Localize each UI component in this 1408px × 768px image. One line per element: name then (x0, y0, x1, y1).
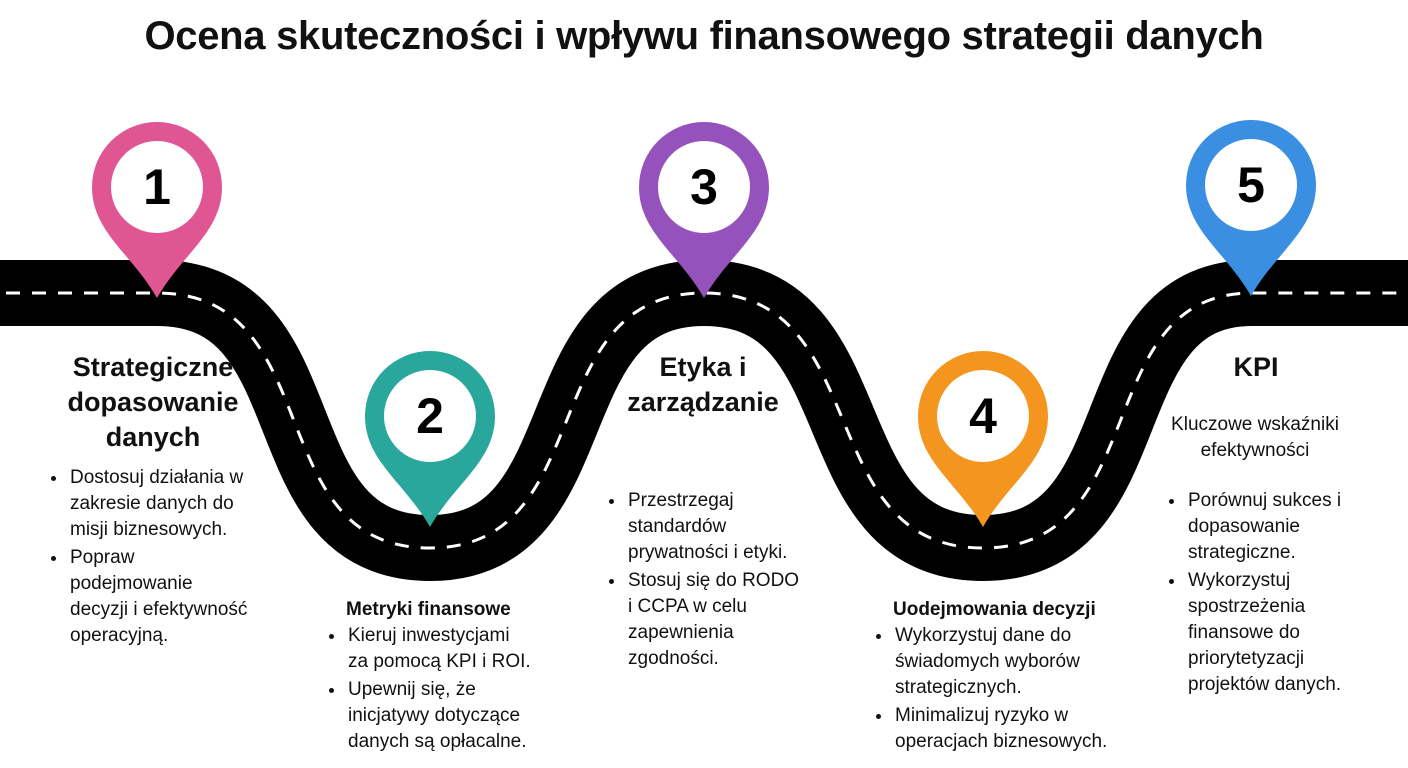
bullet-line: strategiczne. (1188, 542, 1296, 563)
bullet-line: zakresie danych do (70, 493, 234, 514)
heading-line: Etyka i (659, 352, 747, 382)
bullet-line: finansowe do (1188, 622, 1300, 643)
subheading-line: Kluczowe wskaźniki (1171, 414, 1339, 435)
list-item: Upewnij się, że inicjatywy dotyczące dan… (346, 677, 586, 755)
heading-line: Metryki finansowe (346, 599, 511, 620)
page-title: Ocena skuteczności i wpływu finansowego … (144, 14, 1264, 58)
step-2-pin-marker: 2 (365, 351, 495, 527)
step-1-heading: Strategiczne dopasowanie danych (40, 350, 266, 455)
step-1-bullets: Dostosuj działania w zakresie danych do … (52, 465, 308, 651)
step-4-pin-marker: 4 (918, 351, 1048, 527)
bullet-line: Porównuj sukces i (1188, 490, 1342, 511)
list-item: Przestrzegaj standardów prywatności i et… (626, 488, 856, 566)
map-pin-icon (1186, 120, 1316, 296)
bullet-line: strategicznych. (895, 677, 1022, 698)
bullet-line: Wykorzystuj dane do (895, 625, 1072, 646)
heading-line: dopasowanie (67, 387, 239, 417)
bullet-line: danych są opłacalne. (348, 731, 527, 752)
bullet-line: Kieruj inwestycjami (348, 625, 510, 646)
map-pin-icon (639, 122, 769, 298)
bullet-line: dopasowanie (1188, 516, 1300, 537)
bullet-line: Przestrzegaj (628, 490, 734, 511)
step-5-number: 5 (1237, 157, 1265, 213)
bullet-line: projektów danych. (1188, 674, 1342, 695)
step-3-number: 3 (690, 159, 718, 215)
bullet-line: decyzji i efektywność (70, 599, 248, 620)
step-4-heading: Uodejmowania decyzji (893, 597, 1153, 623)
step-3-heading: Etyka i zarządzanie (600, 350, 806, 420)
list-item: Dostosuj działania w zakresie danych do … (68, 465, 308, 543)
map-pin-icon (92, 122, 222, 298)
bullet-line: spostrzeżenia (1188, 596, 1306, 617)
bullet-line: za pomocą KPI i ROI. (348, 651, 531, 672)
step-4-number: 4 (969, 388, 997, 444)
bullet-line: misji biznesowych. (70, 519, 228, 540)
heading-line: zarządzanie (627, 387, 779, 417)
list-item: Popraw podejmowanie decyzji i efektywnoś… (68, 545, 308, 649)
bullet-line: i CCPA w celu (628, 596, 747, 617)
map-pin-icon (918, 351, 1048, 527)
bullet-line: zgodności. (628, 648, 719, 669)
heading-line: Uodejmowania decyzji (893, 599, 1096, 620)
bullet-line: prywatności i etyki. (628, 542, 788, 563)
step-5-subheading: Kluczowe wskaźniki efektywności (1150, 412, 1360, 464)
bullet-line: zapewnienia (628, 622, 734, 643)
step-1-pin-marker: 1 (92, 122, 222, 298)
step-5-pin-marker: 5 (1186, 120, 1316, 296)
subheading-line: efektywności (1200, 440, 1310, 461)
bullet-line: inicjatywy dotyczące (348, 705, 521, 726)
list-item: Wykorzystuj dane do świadomych wyborów s… (893, 623, 1153, 701)
bullet-line: Wykorzystuj (1188, 570, 1291, 591)
bullet-line: Dostosuj działania w (70, 467, 244, 488)
bullet-line: Popraw (70, 547, 135, 568)
step-2-bullets: Kieruj inwestycjami za pomocą KPI i ROI.… (330, 623, 586, 757)
heading-line: Strategiczne (72, 352, 234, 382)
map-pin-icon (365, 351, 495, 527)
list-item: Wykorzystuj spostrzeżenia finansowe do p… (1186, 568, 1406, 698)
step-5-heading: KPI (1176, 350, 1336, 385)
bullet-line: standardów (628, 516, 727, 537)
bullet-line: Stosuj się do RODO (628, 570, 800, 591)
list-item: Porównuj sukces i dopasowanie strategicz… (1186, 488, 1406, 566)
bullet-line: operacjach biznesowych. (895, 731, 1108, 752)
bullet-line: priorytetyzacji (1188, 648, 1305, 669)
bullet-line: Upewnij się, że (348, 679, 476, 700)
step-5-bullets: Porównuj sukces i dopasowanie strategicz… (1170, 488, 1406, 700)
heading-line: KPI (1233, 352, 1279, 382)
bullet-line: operacyjną. (70, 625, 169, 646)
bullet-line: Minimalizuj ryzyko w (895, 705, 1069, 726)
bullet-line: świadomych wyborów (895, 651, 1080, 672)
step-3-pin-marker: 3 (639, 122, 769, 298)
step-3-bullets: Przestrzegaj standardów prywatności i et… (610, 488, 856, 674)
bullet-line: podejmowanie (70, 573, 193, 594)
step-2-heading: Metryki finansowe (346, 597, 576, 623)
heading-line: danych (105, 422, 201, 452)
list-item: Kieruj inwestycjami za pomocą KPI i ROI. (346, 623, 586, 675)
step-4-bullets: Wykorzystuj dane do świadomych wyborów s… (877, 623, 1153, 757)
list-item: Minimalizuj ryzyko w operacjach biznesow… (893, 703, 1153, 755)
step-2-number: 2 (416, 388, 444, 444)
list-item: Stosuj się do RODO i CCPA w celu zapewni… (626, 568, 856, 672)
step-1-number: 1 (143, 159, 171, 215)
